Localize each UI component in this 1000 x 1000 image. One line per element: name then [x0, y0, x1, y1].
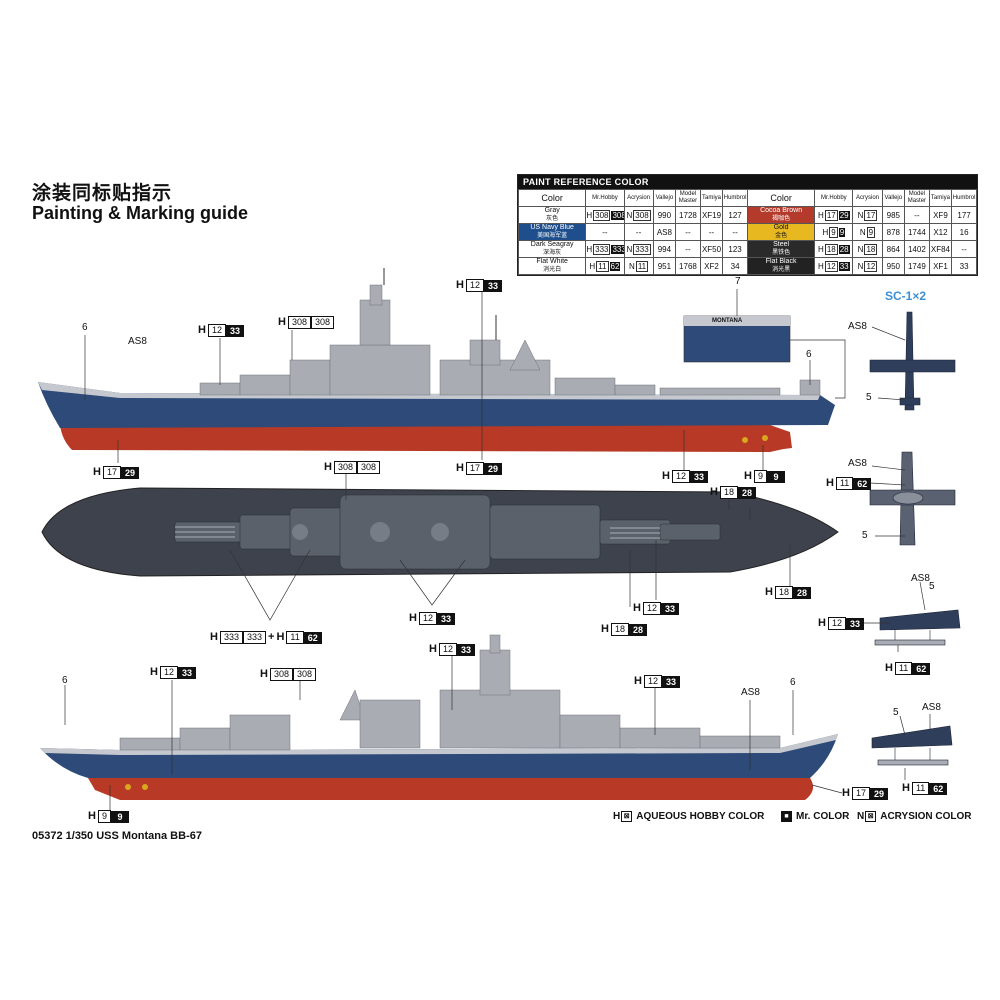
aircraft-3-side	[874, 609, 961, 646]
label-a1-5: 5	[866, 392, 872, 403]
label-6-left-bottom: 6	[62, 675, 68, 686]
legend-aqueous: H⊠AQUEOUS HOBBY COLOR	[613, 811, 765, 822]
aircraft-2-underside	[869, 451, 956, 546]
label-a1-as8: AS8	[848, 321, 867, 332]
aircraft-title: SC-1×2	[885, 289, 927, 303]
ship-side-view-bottom	[40, 634, 843, 810]
ship-side-view-top	[38, 268, 846, 470]
hull-blue-bottom	[40, 734, 838, 778]
footer-product-code: 05372 1/350 USS Montana BB-67	[32, 830, 202, 842]
label-a4-as8: AS8	[922, 702, 941, 713]
hull-red-bottom	[88, 778, 814, 800]
ship-plan-view	[41, 474, 839, 621]
aircraft-illustrations	[869, 311, 961, 766]
hull-red-top	[60, 425, 790, 452]
legend-mr-color: ■Mr. COLOR	[781, 811, 849, 822]
name-plate-text: MONTANA	[712, 318, 743, 324]
label-a2-5: 5	[862, 530, 868, 541]
label-a3-5: 5	[929, 581, 935, 592]
label-6-left-top: 6	[82, 322, 88, 333]
label-7: 7	[735, 276, 741, 287]
title-english: Painting & Marking guide	[32, 203, 249, 223]
label-as8-bottom: AS8	[741, 687, 760, 698]
label-a2-as8: AS8	[848, 458, 867, 469]
legend-acrysion: N⊠ACRYSION COLOR	[857, 811, 972, 822]
label-6-right-bottom: 6	[790, 677, 796, 688]
title-chinese: 涂装同标贴指示	[32, 182, 173, 204]
label-a3-as8: AS8	[911, 573, 930, 584]
paint-table-title: PAINT REFERENCE COLOR	[518, 175, 977, 189]
paint-table-row: Dark Seagray深海灰H333333N333994--XF50123St…	[517, 240, 977, 258]
label-a4-5: 5	[893, 707, 899, 718]
aircraft-4-side	[871, 725, 953, 766]
label-as8-top: AS8	[128, 336, 147, 347]
aircraft-1-topview	[869, 311, 956, 411]
label-6-right-top: 6	[806, 349, 812, 360]
